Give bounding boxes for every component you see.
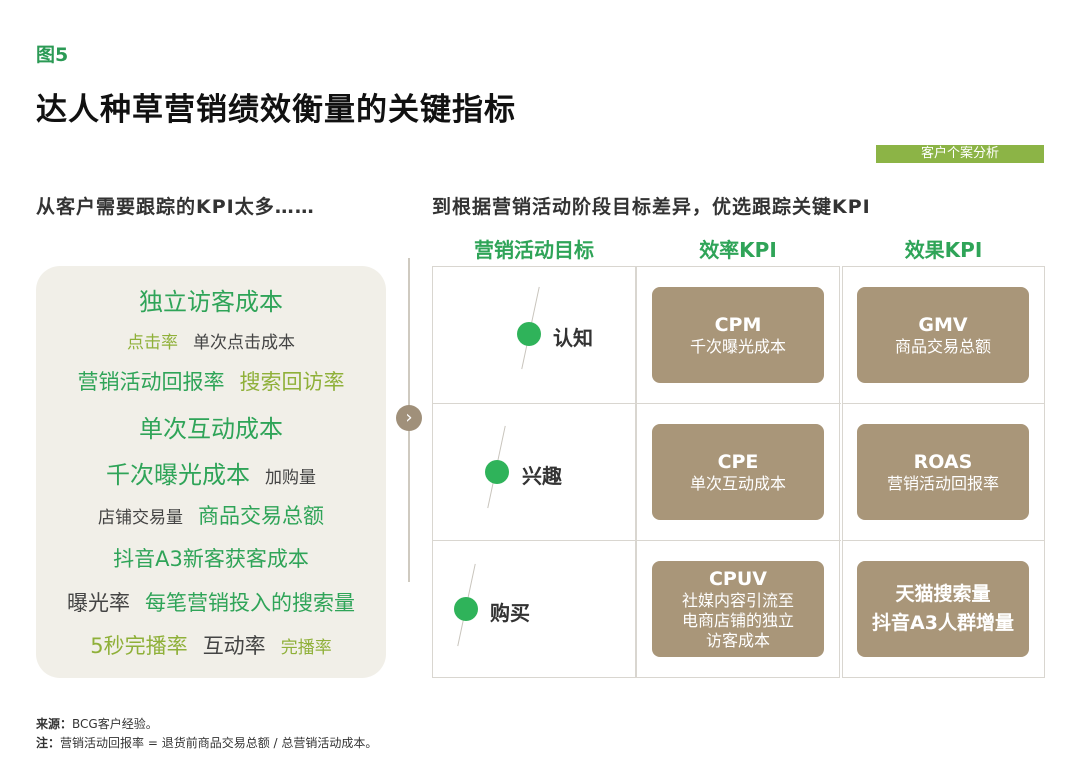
kpi-card-cpuv: CPUV 社媒内容引流至 电商店铺的独立 访客成本 (652, 561, 824, 657)
kpi-card-desc: 单次互动成本 (689, 473, 786, 493)
kpi-card-roas: ROAS 营销活动回报率 (857, 424, 1029, 520)
kpi-cloud-panel (36, 266, 386, 678)
kpi-cloud-row: 店铺交易量 商品交易总额 (36, 500, 386, 530)
kpi-card-title: ROAS (913, 450, 973, 473)
figure-label: 图5 (36, 44, 69, 66)
row-divider (842, 403, 1045, 404)
stage-label-interest: 兴趣 (522, 464, 562, 488)
kpi-term: 独立访客成本 (139, 288, 283, 316)
kpi-cloud-row: 点击率 单次点击成本 (36, 328, 386, 353)
column-header-result-kpi: 效果KPI (904, 238, 983, 262)
subhead-right: 到根据营销活动阶段目标差异，优选跟踪关键KPI (432, 196, 871, 218)
stage-dot-icon (517, 322, 541, 346)
kpi-card-search-growth: 天猫搜索量 抖音A3人群增量 (857, 561, 1029, 657)
kpi-cloud-row: 5秒完播率 互动率 完播率 (36, 630, 386, 660)
stage-label-purchase: 购买 (490, 601, 530, 625)
note-text: 营销活动回报率 = 退货前商品交易总额 / 总营销活动成本。 (60, 736, 378, 750)
row-divider (842, 540, 1045, 541)
footnote: 注：营销活动回报率 = 退货前商品交易总额 / 总营销活动成本。 (36, 734, 377, 751)
result-column-grid (842, 266, 1045, 678)
kpi-card-title: CPM (714, 313, 762, 336)
kpi-term: 商品交易总额 (198, 504, 325, 528)
source-text: BCG客户经验。 (72, 717, 158, 731)
note-label: 注： (36, 736, 61, 750)
kpi-term: 搜索回访率 (239, 370, 345, 394)
kpi-term: 点击率 (126, 333, 178, 353)
kpi-card-cpe: CPE 单次互动成本 (652, 424, 824, 520)
kpi-term: 互动率 (202, 634, 266, 658)
kpi-card-desc: 社媒内容引流至 (681, 590, 794, 610)
kpi-card-title: CPE (717, 450, 759, 473)
stage-label-awareness: 认知 (553, 326, 593, 350)
goal-column-grid (432, 266, 636, 678)
kpi-term: 加购量 (265, 468, 317, 488)
kpi-cloud-row: 单次互动成本 (36, 409, 386, 444)
kpi-cloud-row: 独立访客成本 (36, 282, 386, 317)
kpi-card-desc: 电商店铺的独立 (681, 610, 794, 630)
kpi-cloud-row: 抖音A3新客获客成本 (36, 543, 386, 573)
subhead-left: 从客户需要跟踪的KPI太多…… (36, 196, 315, 218)
kpi-card-cpm: CPM 千次曝光成本 (652, 287, 824, 383)
kpi-term: 曝光率 (66, 591, 130, 615)
stage-dot-icon (454, 597, 478, 621)
page-title: 达人种草营销绩效衡量的关键指标 (36, 92, 516, 128)
column-header-efficiency-kpi: 效率KPI (699, 238, 777, 262)
kpi-card-gmv: GMV 商品交易总额 (857, 287, 1029, 383)
kpi-card-desc: 商品交易总额 (894, 336, 991, 356)
row-divider (432, 540, 841, 541)
kpi-card-desc: 营销活动回报率 (886, 473, 999, 493)
kpi-term: 完播率 (280, 638, 332, 658)
kpi-term: 营销活动回报率 (77, 370, 225, 394)
kpi-term: 每笔营销投入的搜索量 (145, 591, 356, 615)
case-analysis-badge: 客户个案分析 (876, 145, 1044, 163)
kpi-card-line: 抖音A3人群增量 (872, 612, 1014, 634)
row-divider (432, 403, 841, 404)
kpi-term: 抖音A3新客获客成本 (113, 547, 309, 571)
chevron-right-icon: › (396, 405, 422, 431)
kpi-card-line: 天猫搜索量 (895, 583, 991, 605)
stage-dot-icon (485, 460, 509, 484)
kpi-cloud-row: 曝光率 每笔营销投入的搜索量 (36, 587, 386, 617)
kpi-term: 店铺交易量 (97, 508, 183, 528)
kpi-term: 5秒完播率 (90, 634, 188, 658)
kpi-cloud-row: 千次曝光成本 加购量 (36, 455, 386, 490)
kpi-cloud-row: 营销活动回报率 搜索回访率 (36, 366, 386, 396)
source-note: 来源：BCG客户经验。 (36, 715, 158, 732)
kpi-card-title: GMV (918, 313, 968, 336)
kpi-card-desc: 访客成本 (705, 630, 770, 650)
kpi-term: 单次点击成本 (193, 333, 296, 353)
kpi-term: 单次互动成本 (139, 415, 283, 443)
kpi-card-title: CPUV (708, 567, 767, 590)
efficiency-column-grid (636, 266, 840, 678)
kpi-card-desc: 千次曝光成本 (689, 336, 786, 356)
kpi-term: 千次曝光成本 (105, 461, 250, 489)
column-header-goal: 营销活动目标 (474, 238, 594, 262)
source-label: 来源： (36, 717, 73, 731)
